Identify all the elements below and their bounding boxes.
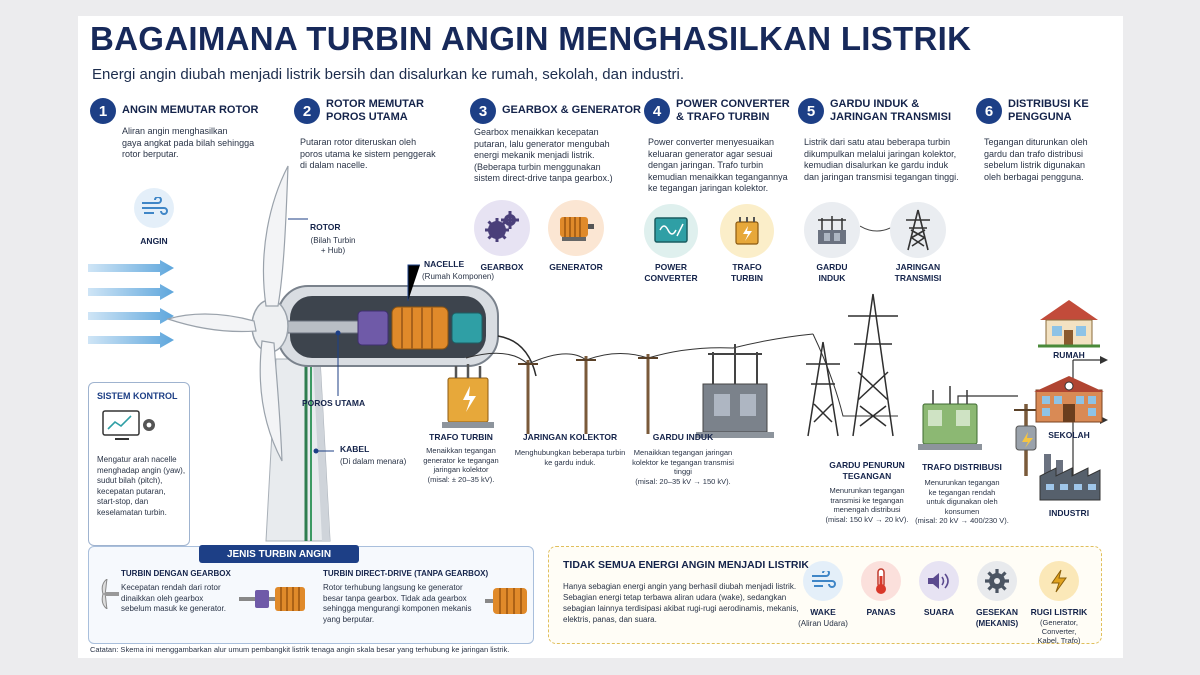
angin-label: ANGIN: [140, 236, 168, 246]
gearbox-turbine-title: TURBIN DENGAN GEARBOX: [121, 569, 231, 578]
gearbox-icon: [474, 200, 530, 256]
speaker-icon: [919, 561, 959, 601]
gardu-to-transmisi-line: [860, 225, 894, 232]
generator-icon: [548, 200, 604, 256]
kabel-sublabel: (Di dalam menara): [340, 457, 407, 466]
direct-drive-icon: [485, 585, 529, 622]
school-icon: [1032, 374, 1106, 429]
page-subtitle: Energi angin diubah menjadi listrik bers…: [92, 66, 685, 83]
generator-label: GENERATOR: [549, 262, 603, 272]
wind-turbine-illustration: [166, 165, 537, 542]
control-panel-icon: [101, 409, 161, 448]
power-converter-icon: [644, 204, 698, 258]
control-system-title: SISTEM KONTROL: [97, 391, 178, 401]
wind-icon: [134, 188, 174, 228]
gesekan-label: GESEKAN: [975, 607, 1019, 617]
trafo-turbin-flow-label: TRAFO TURBIN: [429, 432, 493, 442]
turbine-types-box: JENIS TURBIN ANGIN TURBIN DENGAN GEARBOX…: [88, 545, 534, 644]
gardu-induk-flow-label: GARDU INDUK: [652, 432, 714, 442]
factory-icon: [1036, 450, 1104, 507]
step-5-title: GARDU INDUK &JARINGAN TRANSMISI: [830, 98, 952, 123]
poros-utama-label: POROS UTAMA: [302, 398, 366, 408]
rotor-sublabel: (Bilah Turbin+ Hub): [310, 236, 356, 255]
step-3-number: 3: [470, 98, 496, 124]
losses-box: TIDAK SEMUA ENERGI ANGIN MENJADI LISTRIK…: [548, 546, 1102, 645]
step-1-title: ANGIN MEMUTAR ROTOR: [122, 104, 259, 116]
rugi-listrik-sublabel: (Generator,Converter,Kabel, Trafo): [1037, 618, 1081, 645]
step-4-title: POWER CONVERTER& TRAFO TURBIN: [676, 98, 790, 123]
gear-icon: [977, 561, 1017, 601]
step-3-title: GEARBOX & GENERATOR: [502, 104, 641, 116]
thermometer-icon: [861, 561, 901, 601]
gearbox-turbine-icon: [93, 577, 119, 614]
losses-desc: Hanya sebagian energi angin yang berhasi…: [563, 582, 799, 624]
house-icon: [1036, 298, 1102, 353]
nacelle-label: NACELLE: [424, 259, 465, 269]
wind-arrows: [88, 260, 174, 348]
infographic-page: BAGAIMANA TURBIN ANGIN MENGHASILKAN LIST…: [78, 16, 1123, 658]
rugi-listrik-label: RUGI LISTRIK: [1030, 607, 1088, 617]
trafo-turbin-icon: [720, 204, 774, 258]
kabel-label: KABEL: [340, 444, 370, 454]
step-5-number: 5: [798, 98, 824, 124]
jaringan-kolektor-label: JARINGAN KOLEKTOR: [522, 432, 618, 442]
panas-label: PANAS: [866, 607, 896, 617]
step-6-number: 6: [976, 98, 1002, 124]
step-4-number: 4: [644, 98, 670, 124]
gardu-induk-icon: [804, 202, 860, 258]
rumah-label: RUMAH: [1053, 350, 1085, 360]
wake-label: WAKE: [810, 607, 836, 617]
nacelle-sublabel: (Rumah Komponen): [422, 272, 495, 281]
suara-label: SUARA: [923, 607, 955, 617]
sekolah-label: SEKOLAH: [1048, 430, 1090, 440]
step-1-number: 1: [90, 98, 116, 124]
jaringan-transmisi-icon: [890, 202, 946, 258]
power-flow-illustration: [442, 293, 1108, 486]
footnote: Catatan: Skema ini menggambarkan alur um…: [90, 645, 510, 654]
gesekan-sublabel: (MEKANIS): [975, 619, 1019, 628]
gearbox-label: GEARBOX: [480, 262, 524, 272]
direct-drive-title: TURBIN DIRECT-DRIVE (TANPA GEARBOX): [323, 569, 489, 578]
turbine-types-title: JENIS TURBIN ANGIN: [199, 545, 359, 563]
step-2-number: 2: [294, 98, 320, 124]
gearbox-drivetrain-icon: [239, 583, 309, 620]
wake-sublabel: (Aliran Udara): [798, 619, 848, 628]
wake-icon: [803, 561, 843, 601]
losses-title: TIDAK SEMUA ENERGI ANGIN MENJADI LISTRIK: [563, 559, 809, 571]
lightning-icon: [1039, 561, 1079, 601]
page-title: BAGAIMANA TURBIN ANGIN MENGHASILKAN LIST…: [90, 20, 972, 57]
trafo-distribusi-label: TRAFO DISTRIBUSI: [922, 462, 1002, 472]
industri-label: INDUSTRI: [1048, 508, 1090, 518]
rotor-label: ROTOR: [310, 222, 341, 232]
